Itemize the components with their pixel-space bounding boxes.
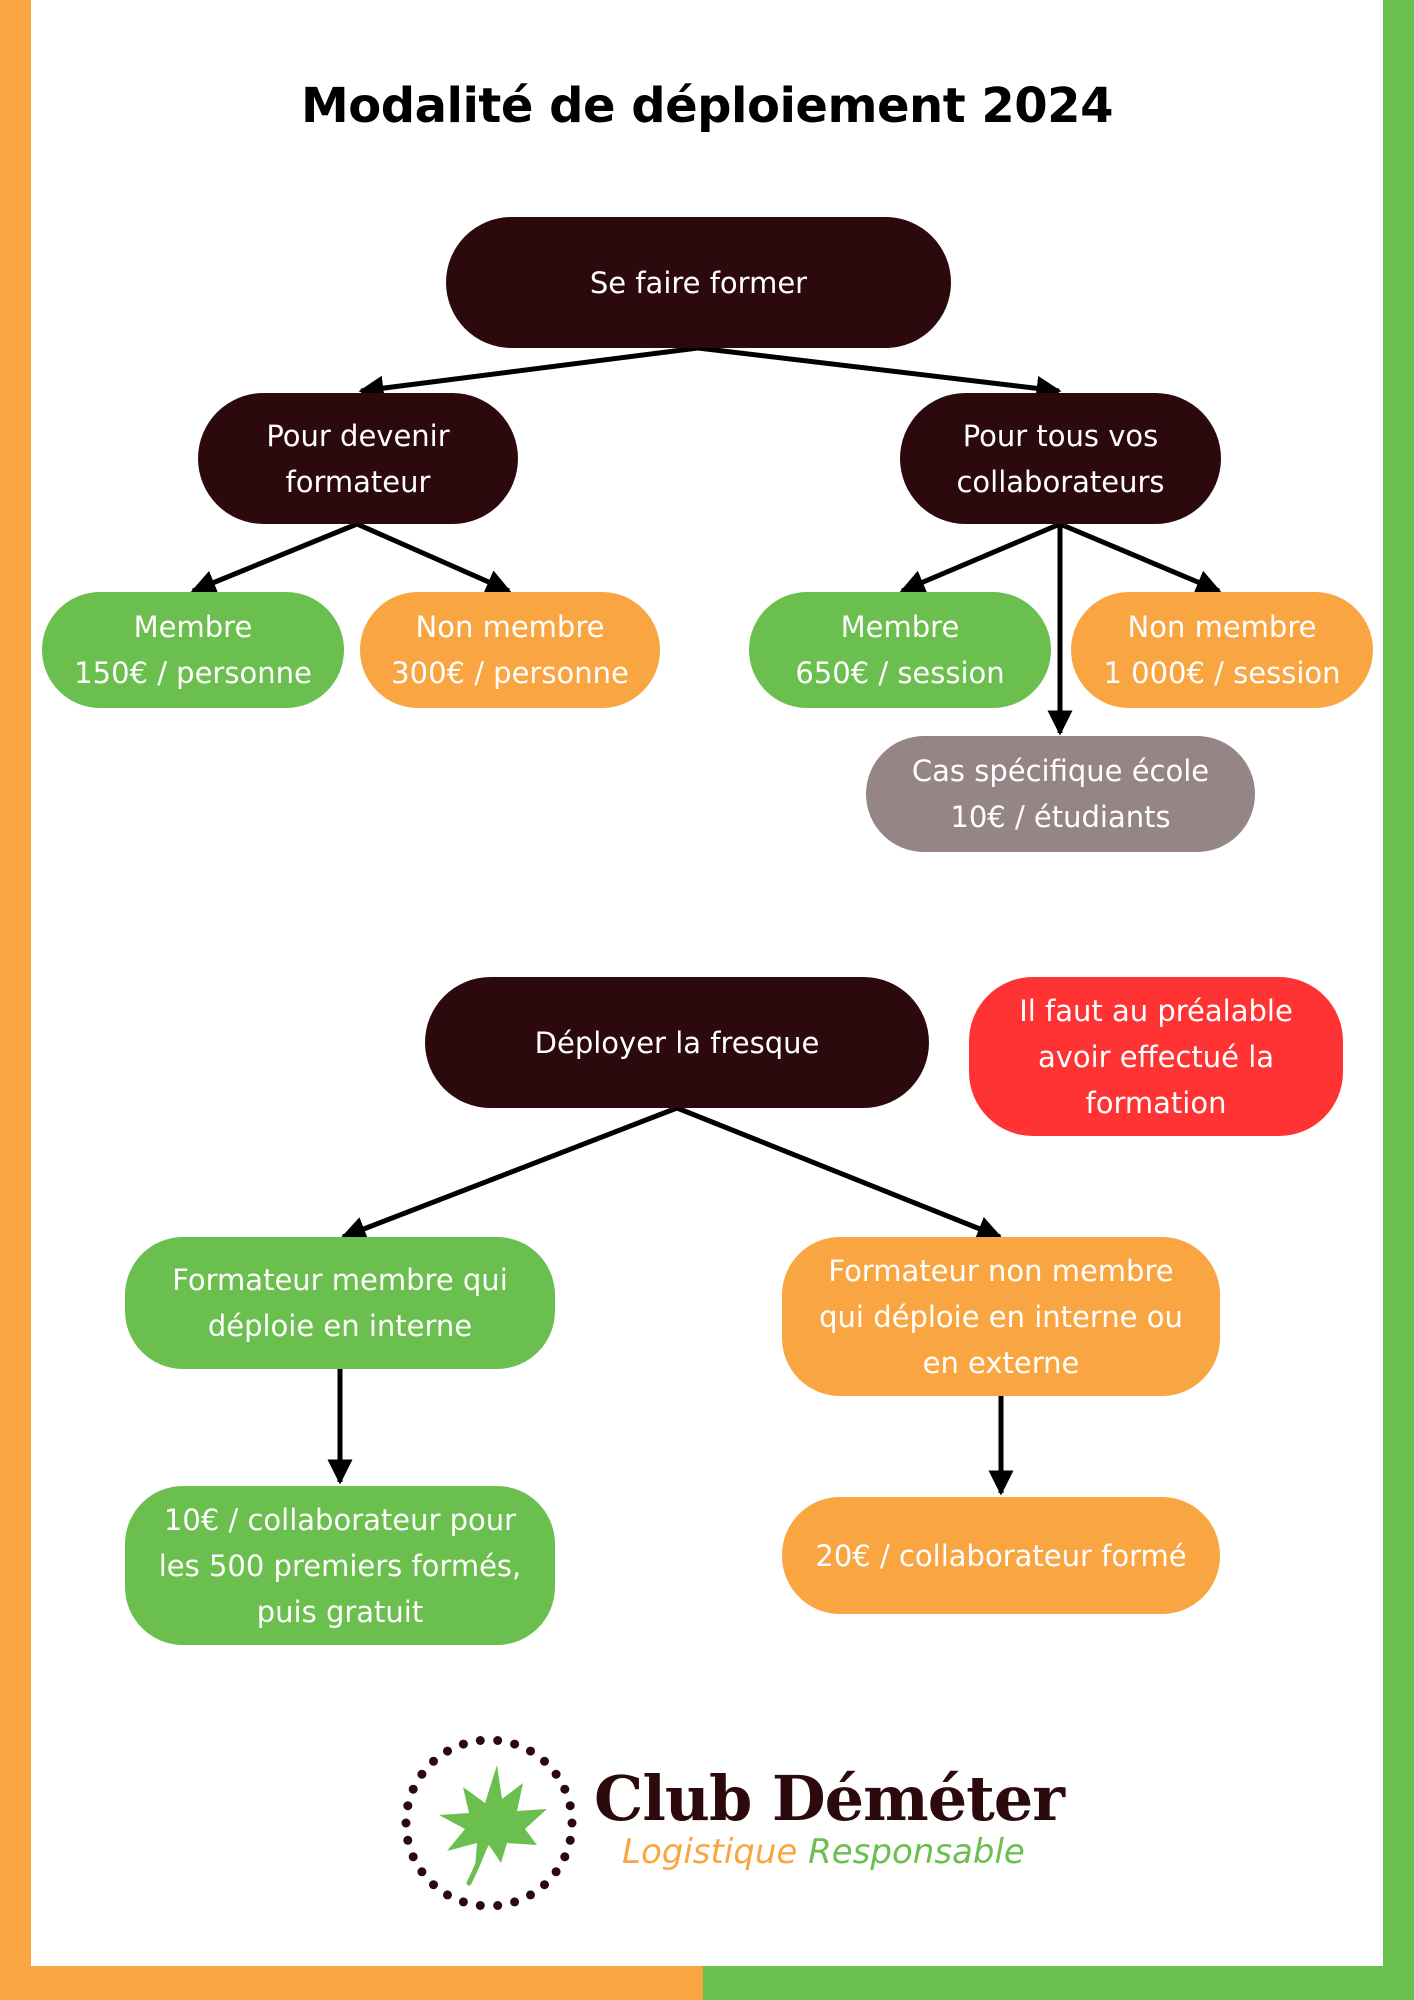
node-se-faire-former: Se faire former [446,217,951,348]
node-formateur-membre: Formateur membre qui déploie en interne [125,1237,555,1369]
maple-leaf-icon [401,1736,577,1910]
bottom-border-orange [0,1966,703,2000]
node-formateur-non-membre: Formateur non membre qui déploie en inte… [782,1237,1220,1396]
arrow-staff-to-member [899,521,1061,594]
left-border [0,0,31,2000]
node-membre-formateur-price: Membre 150€ / personne [42,592,344,708]
node-prix-formateur-non-membre: 20€ / collaborateur formé [782,1497,1220,1614]
logo-name: Club Déméter [594,1762,1065,1835]
node-cas-specifique-ecole: Cas spécifique école 10€ / étudiants [866,736,1255,852]
arrow-deploy-to-member [340,1105,678,1241]
arrow-trainer-to-member [190,521,358,595]
node-pour-devenir-formateur: Pour devenir formateur [198,393,518,524]
arrow-root-to-staff [697,345,1062,401]
node-non-membre-formateur-price: Non membre 300€ / personne [360,592,660,708]
page-title: Modalité de déploiement 2024 [301,78,1113,134]
node-non-membre-session-price: Non membre 1 000€ / session [1071,592,1373,708]
node-prerequisite-note: Il faut au préalable avoir effectué la f… [969,977,1343,1136]
node-prix-formateur-membre: 10€ / collaborateur pour les 500 premier… [125,1486,555,1645]
bottom-border-green [703,1966,1414,2000]
right-border [1383,0,1414,2000]
arrow-trainer-to-non-member [355,521,512,594]
arrow-root-to-trainer [358,345,699,401]
node-deployer-la-fresque: Déployer la fresque [425,977,929,1108]
arrow-deploy-to-non-member [676,1105,1003,1241]
node-pour-tous-collaborateurs: Pour tous vos collaborateurs [900,393,1221,524]
arrow-staff-to-non-member [1059,521,1222,594]
node-membre-session-price: Membre 650€ / session [749,592,1051,708]
logo-tagline-part1: Logistique [622,1832,798,1872]
logo-tagline: Logistique Responsable [622,1832,1025,1872]
logo-tagline-part2: Responsable [808,1832,1025,1872]
